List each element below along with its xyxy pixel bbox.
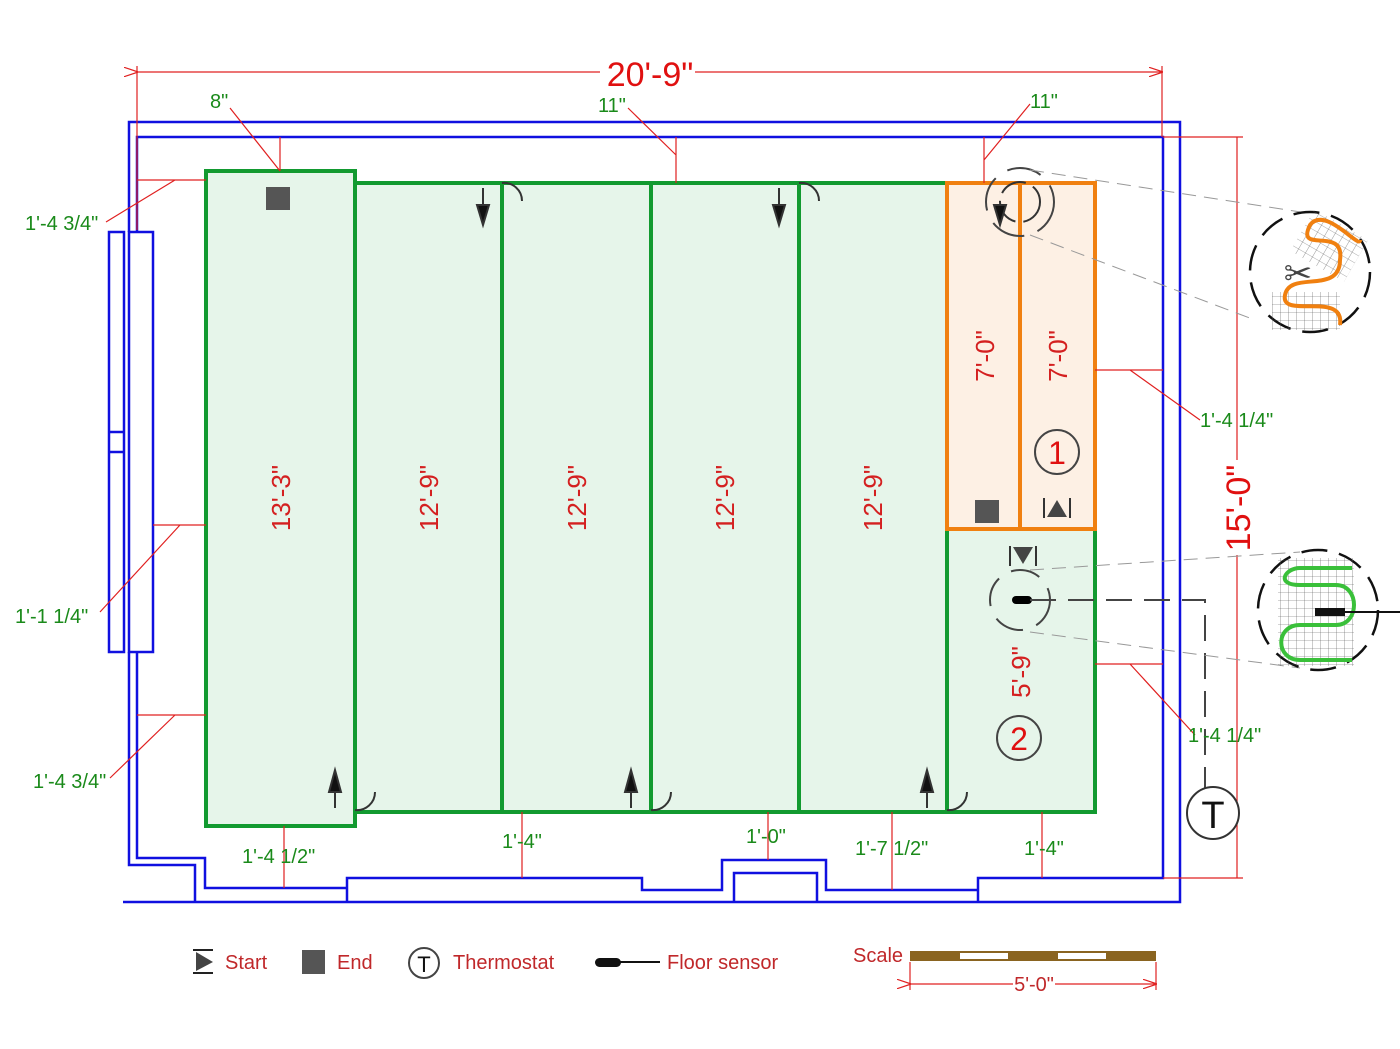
clearance-labels: 8" 11" 11" 1'-4 3/4" 1'-1 1/4" 1'-4 3/4"… [15,91,1273,868]
strips-0-label: 13'-3" [266,465,296,531]
legend-start-label: Start [225,952,268,974]
room-walls [107,120,1182,904]
zone2-number-label: 2 [1010,721,1028,757]
legend-end-label: End [337,952,373,974]
strips-3-label: 12'-9" [710,465,740,531]
scale-bar: Scale 5'-0" [853,945,1156,996]
legend-thermostat: T Thermostat [408,947,555,979]
legend: Start End T Thermostat Floor sensor Scal… [193,945,1156,996]
turn-arrows [327,167,1055,812]
clearance-leaders [99,103,1201,890]
clearances-top_right-label: 11" [1030,91,1058,113]
legend-end: End [302,950,373,974]
clearances-bottom-0-label: 1'-4 1/2" [242,846,315,868]
strips-4-label: 12'-9" [858,465,888,531]
end-marker [975,500,999,523]
clearances-bottom-1-label: 1'-4" [502,831,542,853]
thermostat_symbol-label: T [1201,795,1224,837]
clearances-right_upper-label: 1'-4 1/4" [1200,410,1273,432]
clearances-top_mid-label: 11" [598,95,626,117]
zone-1-badge: 1 [1034,429,1080,475]
clearances-top_left-label: 8" [210,91,228,113]
overall-height-dimension: 15'-0" [1163,136,1258,879]
clearances-left_bottom-label: 1'-4 3/4" [33,771,106,793]
clearances-left_top-label: 1'-4 3/4" [25,213,98,235]
clearances-bottom-2-label: 1'-0" [746,826,786,848]
start-marker [1043,498,1071,518]
sensor-detail-callout [1029,548,1400,672]
zone-1-strips [945,181,1097,531]
overall-width: 20'-9" [607,56,694,94]
scale-label-label: Scale [853,945,903,967]
legend-thermostat_symbol-label: T [417,952,430,977]
zone1-number-label: 1 [1048,435,1066,471]
strip-1 [204,169,357,828]
floor-sensor [989,569,1206,790]
strips-2-label: 12'-9" [562,465,592,531]
strip-4 [649,181,801,814]
legend-thermostat-label: Thermostat [453,952,555,974]
end-marker [266,187,290,210]
zone1-strips-1-label: 7'-0" [1043,330,1073,382]
strip-3 [500,181,653,814]
clearances-right_lower-label: 1'-4 1/4" [1188,725,1261,747]
cut-detail-callout: ✂ [1029,169,1372,334]
overall-width-dimension: 20'-9" [137,55,1162,230]
zone-2-badge: 2 [996,715,1042,761]
strip-lengths: 13'-3" 12'-9" 12'-9" 12'-9" 12'-9" 7'-0"… [266,330,1073,698]
legend-floor_sensor-label: Floor sensor [667,952,778,974]
clearances-bottom-3-label: 1'-7 1/2" [855,838,928,860]
strip-2 [353,181,504,814]
start-marker [1009,546,1037,566]
thermostat-icon: T [1186,786,1240,840]
strips-1-label: 12'-9" [414,465,444,531]
zone1-strips-0-label: 7'-0" [970,330,1000,382]
legend-start: Start [193,949,268,974]
scale-length-label: 5'-0" [1014,974,1054,996]
clearances-left_mid-label: 1'-1 1/4" [15,606,88,628]
zone-2-strips [204,169,1097,828]
scissors-icon: ✂ [1284,255,1313,293]
overall-height: 15'-0" [1220,465,1258,552]
clearances-bottom-4-label: 1'-4" [1024,838,1064,860]
zone2-strip-label: 5'-9" [1006,646,1036,698]
legend-floor-sensor: Floor sensor [595,952,778,974]
